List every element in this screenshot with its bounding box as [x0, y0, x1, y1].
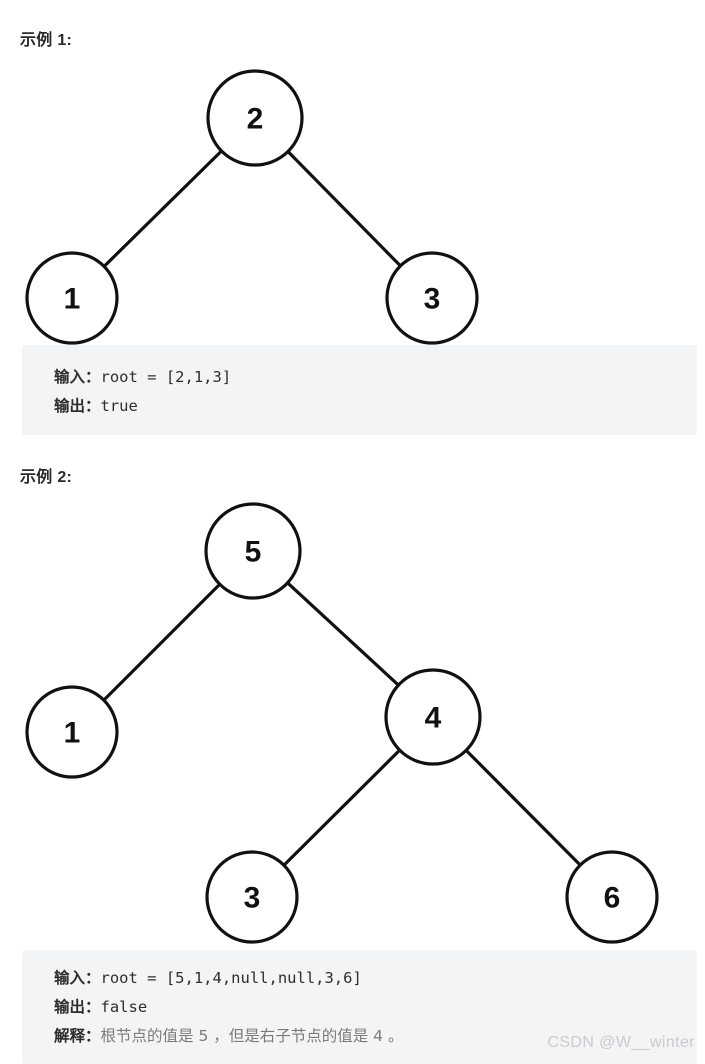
tree-node: 1 — [25, 251, 119, 345]
tree-node-label: 3 — [424, 283, 441, 316]
tree-node-circle — [205, 850, 299, 944]
tree-node-label: 2 — [247, 103, 264, 136]
tree-node-circle — [206, 69, 304, 167]
example-1-tree-svg: 2 1 3 — [25, 69, 479, 345]
tree-node: 3 — [385, 251, 479, 345]
tree-node-circle — [565, 850, 659, 944]
tree-node: 1 — [25, 685, 119, 779]
example-2-tree-svg: 5 1 4 3 6 — [25, 502, 659, 944]
tree-node-circle — [204, 502, 302, 600]
example-1-heading: 示例 1: — [20, 32, 73, 49]
code-line-value: false — [100, 998, 148, 1016]
example-2-tree-diagram: 5 1 4 3 6 — [0, 490, 705, 950]
tree-edge — [286, 149, 403, 268]
code-line: 输入：root = [2,1,3] — [54, 363, 697, 392]
example-1-code-block: 输入：root = [2,1,3]输出：true — [22, 345, 697, 435]
code-line: 输入：root = [5,1,4,null,null,3,6] — [54, 964, 697, 993]
tree-node: 6 — [565, 850, 659, 944]
example-1-tree-diagram: 2 1 3 — [0, 60, 705, 345]
tree-node-label: 5 — [245, 536, 262, 569]
tree-node-label: 1 — [64, 283, 81, 316]
code-line-label: 输入： — [54, 368, 101, 386]
tree-edge — [464, 748, 582, 867]
tree-edge — [102, 582, 222, 702]
tree-node-circle — [385, 251, 479, 345]
tree-node: 2 — [206, 69, 304, 167]
code-line: 输出：true — [54, 392, 697, 421]
tree-edge — [102, 149, 224, 269]
tree-edge — [285, 581, 401, 687]
code-line-label: 输出： — [54, 998, 101, 1016]
tree-node-circle — [25, 685, 119, 779]
code-line-label: 解释： — [54, 1027, 101, 1045]
tree-node-label: 4 — [425, 702, 442, 735]
code-line-value: root = [2,1,3] — [100, 368, 232, 386]
tree-node: 5 — [204, 502, 302, 600]
tree-edge — [282, 748, 402, 867]
tree-node-circle — [25, 251, 119, 345]
tree-node: 4 — [384, 668, 482, 766]
code-line: 输出：false — [54, 993, 697, 1022]
tree-node-label: 1 — [64, 717, 81, 750]
code-line-label: 输出： — [54, 397, 101, 415]
tree-node-label: 3 — [244, 882, 261, 915]
tree-node: 3 — [205, 850, 299, 944]
example-2-heading: 示例 2: — [20, 469, 73, 486]
code-line-label: 输入： — [54, 969, 101, 987]
code-line: 解释：根节点的值是 5 ，但是右子节点的值是 4 。 — [54, 1022, 697, 1051]
code-line-value: root = [5,1,4,null,null,3,6] — [100, 969, 362, 987]
tree-node-circle — [384, 668, 482, 766]
tree-node-label: 6 — [604, 882, 621, 915]
code-line-value: true — [100, 397, 138, 415]
code-line-value: 根节点的值是 5 ，但是右子节点的值是 4 。 — [100, 1027, 404, 1045]
